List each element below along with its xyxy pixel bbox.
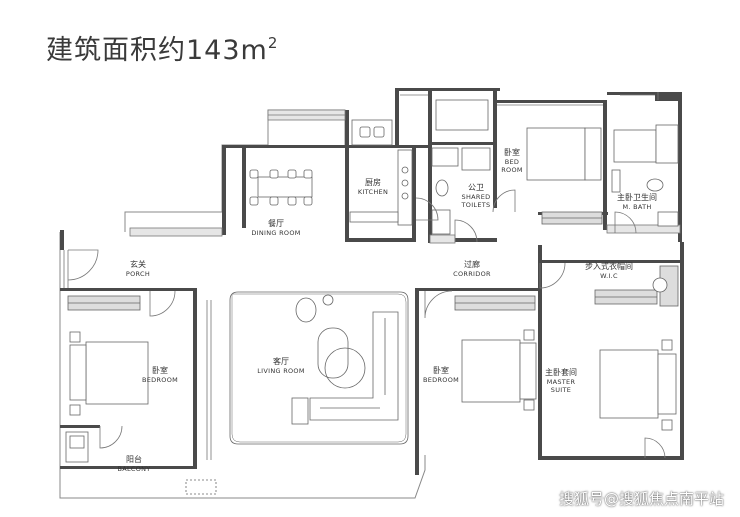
label-porch: 玄关 PORCH: [126, 260, 150, 278]
master-suite-zh: 主卧套间: [545, 368, 577, 377]
windows: [63, 92, 659, 460]
label-master-bath: 主卧卫生间 M. BATH: [617, 193, 657, 211]
master-suite-en2: SUITE: [550, 386, 572, 395]
top-bedroom-furniture: [526, 127, 603, 225]
label-kitchen: 厨房 KITCHEN: [358, 178, 388, 196]
outer-boundary-bottom: [59, 232, 426, 499]
dining-en: DINING ROOM: [251, 229, 301, 237]
label-bedroom-middle: 卧室 BEDROOM: [423, 366, 459, 384]
label-dining-room: 餐厅 DINING ROOM: [251, 219, 300, 237]
living-en: LIVING ROOM: [257, 367, 305, 375]
label-living-room: 客厅 LIVING ROOM: [257, 357, 305, 375]
bedroom-top-zh: 卧室: [504, 148, 520, 157]
kitchen-zh: 厨房: [364, 178, 381, 187]
wic-zh: 步入式衣帽间: [585, 262, 633, 271]
living-zh: 客厅: [273, 357, 289, 366]
balcony-zh: 阳台: [126, 455, 142, 464]
bedroom-left-zh: 卧室: [152, 366, 168, 375]
page-title: 建筑面积约143m2: [46, 28, 278, 67]
label-bedroom-left: 卧室 BEDROOM: [142, 366, 178, 384]
kitchen-counters: [349, 119, 413, 226]
master-bath-en: M. BATH: [622, 203, 652, 211]
balcony-en: BALCONY: [117, 465, 151, 473]
label-bedroom-top: 卧室 BED ROOM: [501, 148, 523, 174]
bedroom-top-en2: ROOM: [501, 166, 523, 175]
walls: [60, 88, 684, 475]
balcony-fixtures: [65, 431, 217, 495]
corridor-en: CORRIDOR: [453, 270, 491, 278]
title-superscript: 2: [267, 34, 279, 52]
shared-toilets-zh: 公卫: [468, 183, 484, 192]
bedroom-mid-en: BEDROOM: [422, 376, 460, 384]
bedroom-left-en: BEDROOM: [141, 376, 179, 384]
label-corridor: 过廊 CORRIDOR: [453, 260, 491, 278]
dining-table: [249, 169, 313, 206]
left-bedroom-furniture: [67, 295, 149, 416]
middle-bedroom-furniture: [454, 295, 537, 411]
watermark: 搜狐号@搜狐焦点南平站: [558, 490, 724, 508]
doors: [67, 189, 666, 459]
dining-zh: 餐厅: [267, 219, 284, 228]
corridor-zh: 过廊: [464, 260, 480, 269]
porch-zh: 玄关: [130, 260, 146, 269]
title-text: 建筑面积约143m: [46, 35, 268, 66]
label-wic: 步入式衣帽间 W.I.C: [585, 262, 633, 280]
master-suite-furniture: [594, 265, 679, 431]
shared-toilets-en1: SHARED: [461, 193, 491, 201]
porch-en: PORCH: [125, 270, 151, 278]
wic-en: W.I.C: [600, 272, 618, 280]
shared-toilet-fixtures: [431, 99, 491, 235]
label-shared-toilets: 公卫 SHARED TOILETS: [462, 183, 491, 209]
shared-toilets-en2: TOILETS: [461, 201, 491, 210]
living-room: [229, 291, 409, 445]
living-furniture: [291, 294, 399, 425]
master-bath-fixtures: [611, 124, 679, 227]
kitchen-en: KITCHEN: [357, 188, 389, 196]
master-suite-en1: MASTER: [546, 378, 576, 386]
master-bath-zh: 主卧卫生间: [617, 193, 657, 202]
bedroom-top-en1: BED: [504, 158, 520, 166]
label-balcony: 阳台 BALCONY: [117, 455, 150, 473]
bedroom-mid-zh: 卧室: [433, 366, 449, 375]
label-master-suite: 主卧套间 MASTER SUITE: [545, 368, 577, 394]
